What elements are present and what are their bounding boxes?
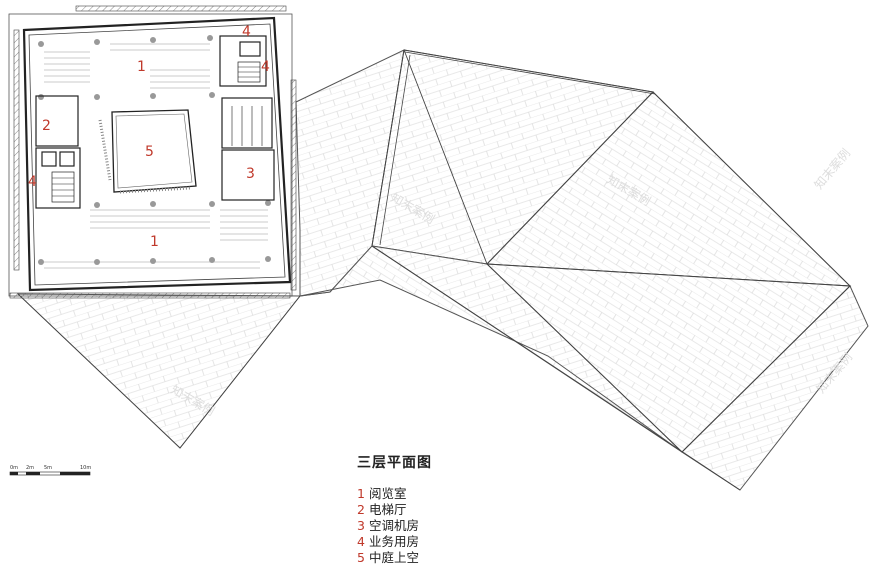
room-number-reading-top: 1 — [137, 59, 146, 75]
core-right — [219, 35, 275, 201]
room-number-office-right-mid: 4 — [261, 59, 270, 75]
atrium-void — [98, 109, 197, 194]
scale-label: 10m — [80, 465, 91, 471]
room-number-reading-bottom: 1 — [150, 234, 159, 250]
drawing-title: 三层平面图 — [357, 455, 432, 471]
room-number-atrium: 5 — [145, 144, 154, 160]
reading-furniture — [44, 43, 268, 269]
core-left — [35, 95, 81, 209]
watermark: 知末案例 — [811, 146, 853, 192]
room-labels: 1 1 2 3 4 4 4 5 — [28, 24, 270, 250]
scale-label: 0m — [10, 465, 18, 471]
facade-screens — [9, 5, 297, 299]
scale-label: 5m — [44, 465, 52, 471]
room-number-office-left: 4 — [28, 174, 37, 190]
scale-label: 2m — [26, 465, 34, 471]
room-number-office-right-top: 4 — [242, 24, 251, 40]
roof-panel — [16, 293, 302, 449]
roof-panels — [16, 49, 869, 491]
room-number-elevator-hall: 2 — [42, 118, 51, 134]
columns — [38, 35, 271, 265]
room-number-ac-room: 3 — [246, 166, 255, 182]
scale-bar: 0m 2m 5m 10m — [9, 465, 91, 476]
